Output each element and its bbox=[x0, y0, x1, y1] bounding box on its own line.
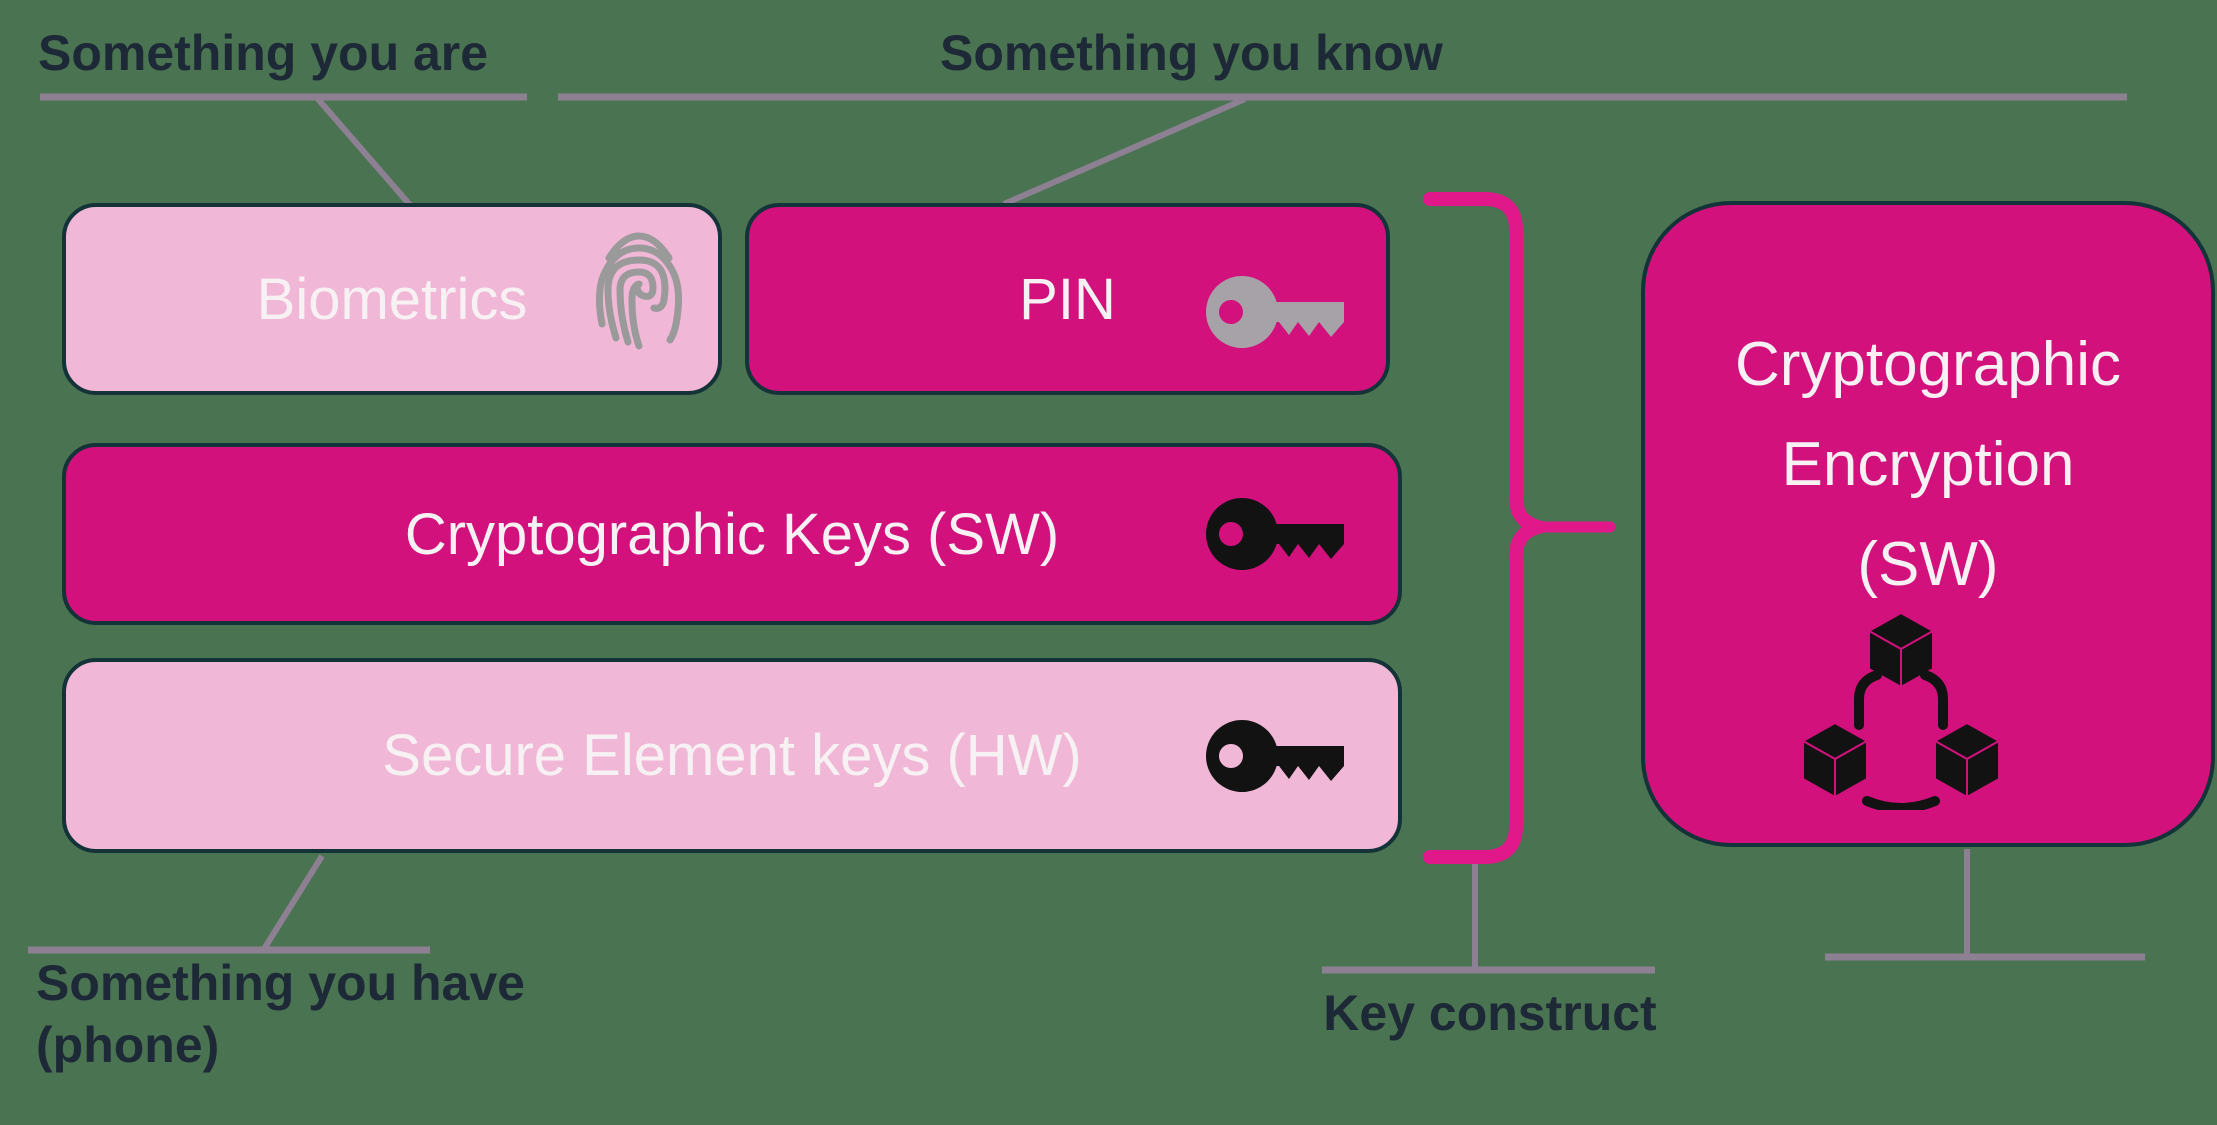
key-icon bbox=[1206, 498, 1344, 570]
pin-label: PIN bbox=[1019, 266, 1116, 332]
something-you-have-label: Something you have (phone) bbox=[36, 955, 525, 1073]
something-you-are-label: Something you are bbox=[38, 25, 489, 81]
cryptographic-keys-sw-box: Cryptographic Keys (SW) bbox=[62, 443, 1402, 625]
curly-brace bbox=[1423, 192, 1565, 864]
something-you-know-label: Something you know bbox=[940, 25, 1443, 81]
key-construct-label: Key construct bbox=[1323, 985, 1657, 1041]
blockchain-icon bbox=[1800, 611, 2002, 810]
key-icon bbox=[1206, 276, 1344, 348]
biometrics-box: Biometrics bbox=[62, 203, 722, 395]
diagonal-to-pin bbox=[1002, 96, 1247, 207]
diagonal-to-biometrics bbox=[315, 97, 413, 207]
secure-element-keys-hw-box: Secure Element keys (HW) bbox=[62, 658, 1402, 853]
biometrics-label: Biometrics bbox=[256, 266, 528, 332]
secure-element-keys-hw-label: Secure Element keys (HW) bbox=[382, 723, 1082, 788]
fingerprint-icon bbox=[595, 232, 683, 350]
cryptographic-keys-sw-label: Cryptographic Keys (SW) bbox=[404, 501, 1060, 567]
key-icon bbox=[1206, 720, 1344, 792]
cryptographic-encryption-sw-label: Cryptographic Encryption (SW) bbox=[1735, 330, 2121, 599]
pin-box: PIN bbox=[745, 203, 1390, 395]
cryptographic-encryption-sw-box: Cryptographic Encryption (SW) bbox=[1641, 201, 2215, 847]
diagonal-from-secure-element bbox=[261, 854, 325, 951]
